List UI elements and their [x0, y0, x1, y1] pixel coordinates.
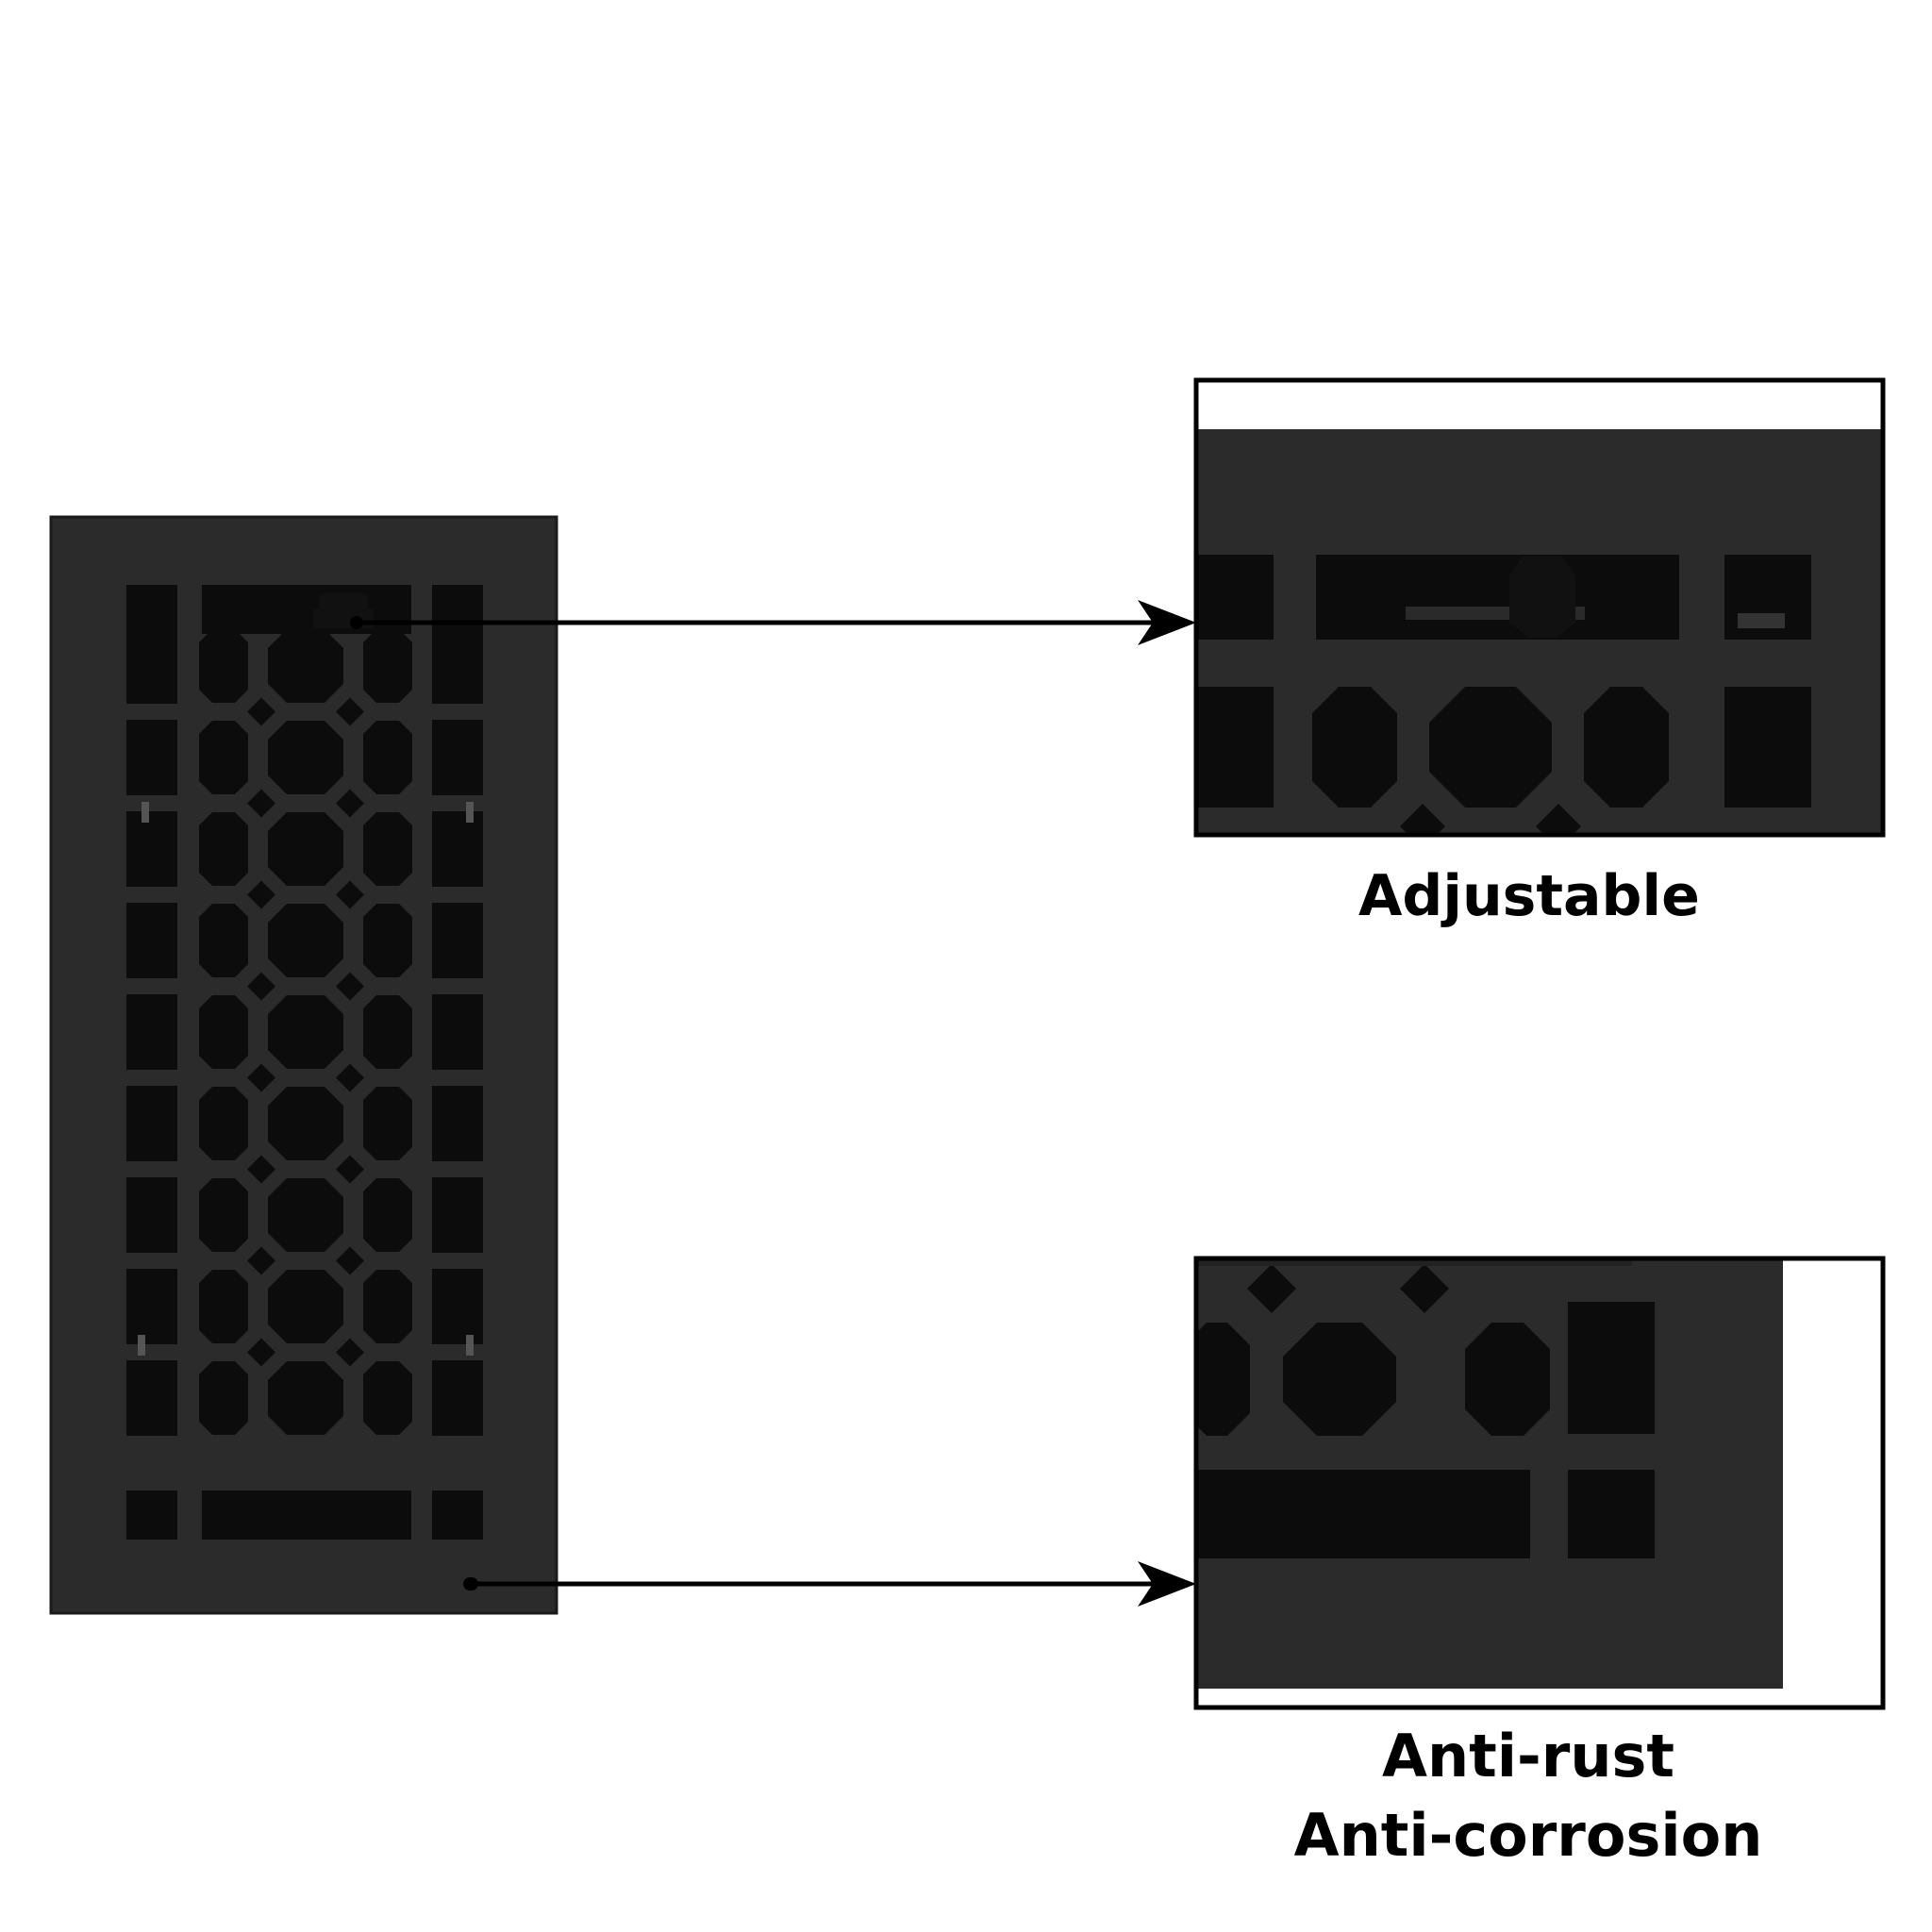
floor-vent-register — [49, 515, 558, 1615]
vent-openings — [126, 585, 483, 1540]
inset-top-detail — [1198, 429, 1883, 835]
zoom-inset-adjustable — [1193, 377, 1886, 838]
caption-anti-corrosion: Anti-corrosion — [1293, 1801, 1763, 1870]
caption-anti-rust: Anti-rust — [1382, 1722, 1674, 1790]
caption-adjustable: Adjustable — [1358, 863, 1700, 929]
zoom-inset-anti-rust — [1193, 1256, 1886, 1710]
caption-anti-rust-corrosion: Anti-rust Anti-corrosion — [1283, 1717, 1774, 1875]
inset-bottom-detail — [1198, 1260, 1783, 1689]
arrowhead-icon — [1138, 600, 1196, 645]
arrowhead-icon — [1138, 1561, 1196, 1607]
callout-arrow-top — [350, 600, 1196, 645]
damper-knob-icon — [1509, 557, 1575, 638]
callout-arrow-bottom — [465, 1561, 1196, 1607]
